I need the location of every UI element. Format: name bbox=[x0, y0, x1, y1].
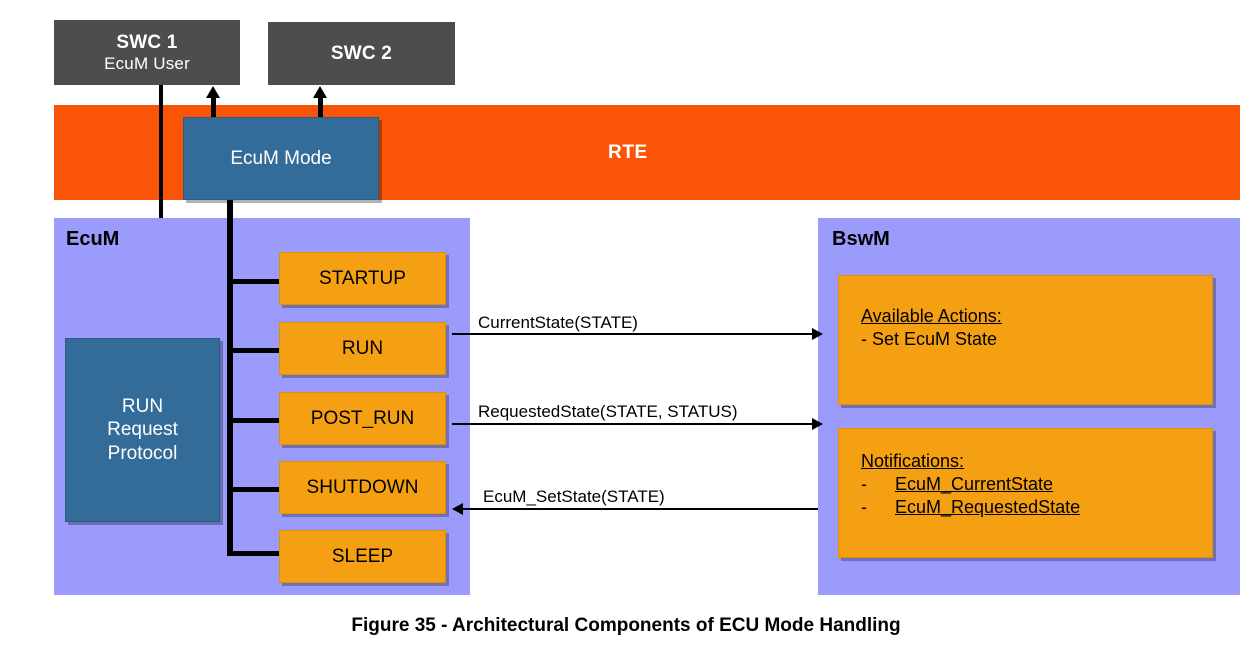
connector-ecum-mode-to-swc2 bbox=[318, 97, 323, 121]
arrow-up-to-swc1-icon bbox=[206, 86, 220, 98]
state-box-post-run: POST_RUN bbox=[279, 392, 446, 445]
arrow-left-ecum-setstate-icon bbox=[452, 503, 463, 515]
rte-label: RTE bbox=[608, 142, 648, 163]
run-request-protocol-box: RUN Request Protocol bbox=[65, 338, 220, 522]
notifications-bullet-0: - bbox=[861, 474, 867, 494]
state-box-shutdown: SHUTDOWN bbox=[279, 461, 446, 514]
message-line-ecum-setstate bbox=[463, 508, 818, 510]
notifications-item-0: - EcuM_CurrentState bbox=[861, 474, 1212, 495]
available-actions-box: Available Actions: - Set EcuM State bbox=[838, 275, 1213, 405]
state-label-run: RUN bbox=[341, 337, 384, 359]
state-label-sleep: SLEEP bbox=[331, 545, 394, 567]
swc-2-title: SWC 2 bbox=[330, 42, 393, 64]
available-actions-heading: Available Actions: bbox=[861, 306, 1002, 326]
notifications-item-1: - EcuM_RequestedState bbox=[861, 497, 1212, 518]
arrow-up-to-swc2-icon bbox=[313, 86, 327, 98]
connector-branch-run bbox=[227, 348, 279, 353]
swc-1-title: SWC 1 bbox=[116, 32, 178, 54]
connector-branch-sleep bbox=[227, 551, 279, 556]
run-request-protocol-line1: RUN bbox=[121, 396, 164, 418]
state-label-startup: STARTUP bbox=[319, 267, 406, 289]
bswm-panel-title: BswM bbox=[832, 228, 890, 250]
state-label-post-run: POST_RUN bbox=[310, 407, 415, 429]
connector-ecum-mode-spine bbox=[227, 200, 233, 556]
connector-ecum-mode-to-swc1 bbox=[211, 97, 216, 121]
ecum-panel-title: EcuM bbox=[66, 228, 120, 250]
message-line-requested-state bbox=[452, 423, 815, 425]
arrow-right-current-state-icon bbox=[812, 328, 823, 340]
ecum-mode-label: EcuM Mode bbox=[230, 147, 332, 169]
state-box-startup: STARTUP bbox=[279, 252, 446, 305]
swc-1-subtitle: EcuM User bbox=[104, 53, 190, 73]
available-actions-item-0: - Set EcuM State bbox=[861, 329, 998, 349]
message-line-current-state bbox=[452, 333, 815, 335]
state-box-sleep: SLEEP bbox=[279, 530, 446, 583]
run-request-protocol-line2: Request bbox=[107, 419, 178, 441]
notifications-bullet-1: - bbox=[861, 497, 867, 517]
connector-branch-shutdown bbox=[227, 487, 279, 492]
ecum-mode-box: EcuM Mode bbox=[183, 117, 379, 200]
message-label-current-state: CurrentState(STATE) bbox=[478, 313, 638, 332]
notifications-box: Notifications: - EcuM_CurrentState - EcuM_… bbox=[838, 428, 1213, 558]
swc-1-box: SWC 1 EcuM User bbox=[54, 20, 240, 85]
notifications-item-label-0: EcuM_CurrentState bbox=[895, 474, 1054, 494]
connector-branch-startup bbox=[227, 279, 279, 284]
notifications-item-label-1: EcuM_RequestedState bbox=[895, 497, 1081, 517]
connector-branch-post-run bbox=[227, 418, 279, 423]
state-box-run: RUN bbox=[279, 322, 446, 375]
figure-caption: Figure 35 - Architectural Components of … bbox=[351, 615, 901, 636]
connector-swc1-to-run-request-protocol bbox=[159, 85, 163, 340]
run-request-protocol-line3: Protocol bbox=[107, 442, 178, 464]
swc-2-box: SWC 2 bbox=[268, 22, 455, 85]
message-label-ecum-setstate: EcuM_SetState(STATE) bbox=[483, 487, 665, 506]
message-label-requested-state: RequestedState(STATE, STATUS) bbox=[478, 402, 738, 421]
arrow-right-requested-state-icon bbox=[812, 418, 823, 430]
state-label-shutdown: SHUTDOWN bbox=[306, 476, 419, 498]
notifications-heading: Notifications: bbox=[861, 451, 965, 471]
